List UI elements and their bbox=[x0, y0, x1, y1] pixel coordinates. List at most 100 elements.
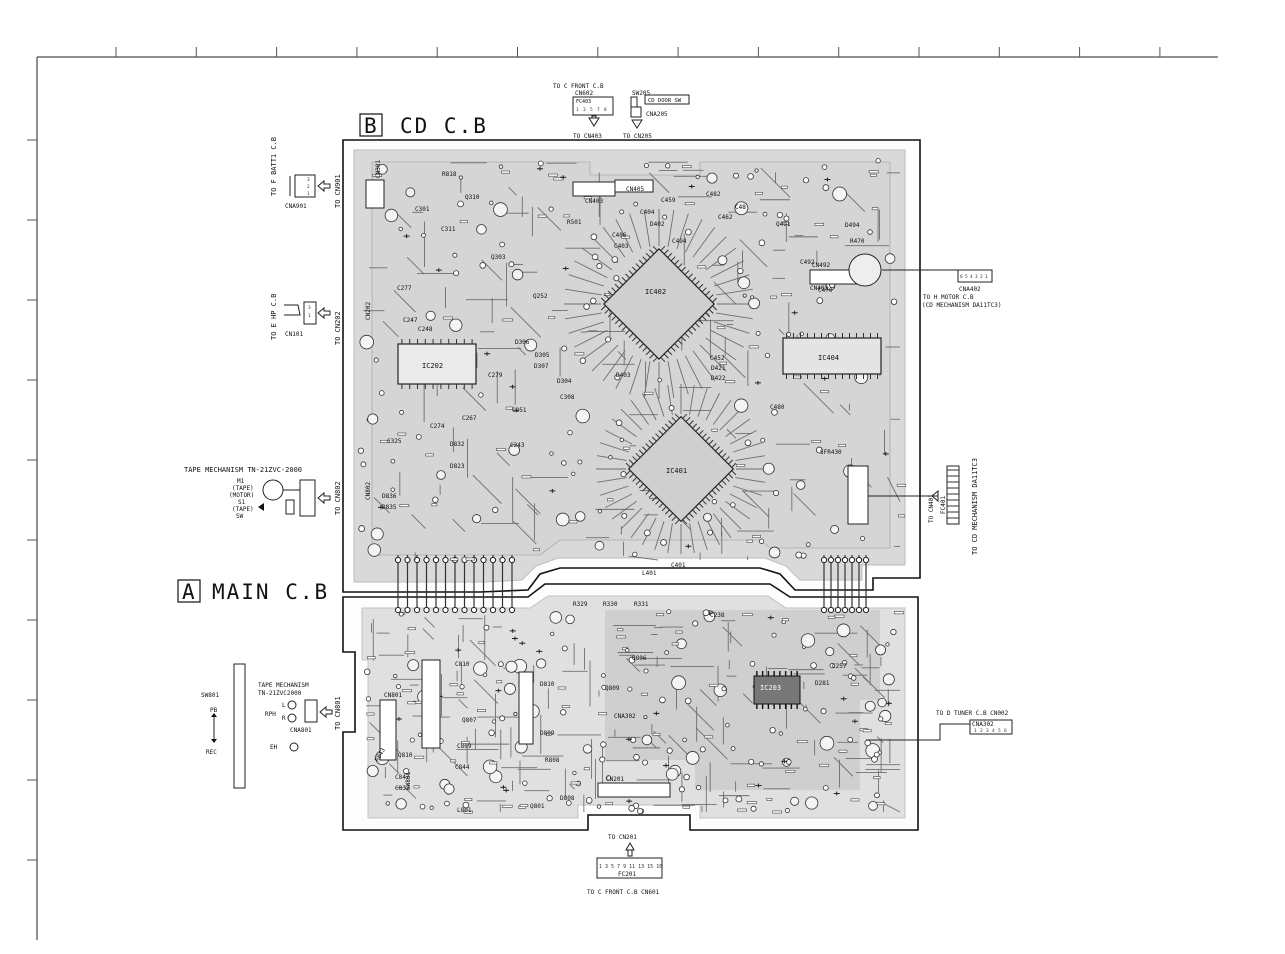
tuner-cna302: CNA302 bbox=[972, 721, 994, 728]
pad bbox=[890, 628, 897, 636]
part-label: R501 bbox=[567, 219, 582, 226]
smd-resistor bbox=[781, 185, 788, 189]
part-label: CN405 bbox=[626, 186, 644, 193]
electrolytic-cap bbox=[395, 798, 407, 810]
bottom-arrow-icon bbox=[625, 841, 635, 857]
pad bbox=[805, 542, 811, 547]
diode bbox=[560, 175, 567, 180]
pad bbox=[605, 336, 612, 343]
diode bbox=[513, 408, 520, 413]
part-label: C462 bbox=[718, 214, 733, 221]
ic-pin bbox=[660, 245, 666, 251]
smd-resistor bbox=[850, 682, 859, 686]
ic-pin bbox=[642, 446, 648, 452]
smd-resistor bbox=[431, 503, 438, 507]
trace bbox=[630, 513, 650, 539]
electrolytic-cap bbox=[884, 253, 896, 264]
pin-label: 3 bbox=[986, 728, 989, 734]
pad bbox=[783, 215, 790, 222]
pad bbox=[360, 461, 367, 468]
pad bbox=[482, 672, 488, 677]
ic-pin bbox=[698, 283, 704, 289]
trace bbox=[602, 226, 626, 258]
trace bbox=[716, 288, 753, 296]
smd-resistor bbox=[871, 207, 879, 211]
pad bbox=[707, 529, 714, 536]
smd-resistor bbox=[533, 548, 540, 552]
pad bbox=[572, 770, 577, 776]
trace bbox=[654, 521, 665, 550]
diode bbox=[395, 716, 402, 721]
pad bbox=[722, 797, 729, 804]
electrolytic-cap bbox=[449, 318, 463, 332]
board-interconnect-pins bbox=[394, 555, 870, 614]
part-label: D809 bbox=[540, 730, 555, 737]
pad bbox=[608, 455, 613, 460]
ic-pin bbox=[668, 420, 674, 426]
pad bbox=[750, 295, 755, 300]
electrolytic-cap bbox=[504, 682, 516, 695]
electrolytic-cap bbox=[536, 658, 547, 669]
smd-resistor bbox=[605, 802, 613, 805]
electrolytic-cap bbox=[768, 546, 781, 559]
sw801-label: SW801 bbox=[201, 692, 219, 699]
smd-resistor bbox=[557, 686, 566, 690]
smd-resistor bbox=[898, 514, 906, 518]
ic-pin bbox=[645, 443, 651, 449]
ic-pin bbox=[694, 280, 700, 286]
trace bbox=[860, 625, 881, 647]
pad bbox=[499, 715, 506, 722]
smd-resistor bbox=[456, 692, 464, 696]
electrolytic-cap bbox=[805, 796, 819, 810]
diode bbox=[663, 763, 670, 768]
tape-top-arrow-icon bbox=[317, 491, 331, 505]
pad bbox=[373, 357, 379, 363]
part-label: C267 bbox=[462, 415, 477, 422]
pad bbox=[363, 668, 371, 676]
ic-pin bbox=[648, 493, 654, 499]
ic-pin bbox=[701, 287, 707, 293]
ic-pin bbox=[658, 502, 664, 508]
smd-resistor bbox=[736, 464, 746, 467]
pad bbox=[702, 609, 710, 617]
pin-label: 7 bbox=[597, 107, 600, 113]
trace bbox=[628, 555, 659, 561]
ic402-package: IC402 bbox=[600, 245, 718, 363]
ic-pin bbox=[721, 480, 727, 486]
smd-resistor bbox=[563, 214, 570, 218]
ic-pin bbox=[600, 297, 606, 303]
trace bbox=[422, 628, 435, 640]
part-label: C833 bbox=[395, 785, 410, 792]
ic-pin bbox=[625, 273, 631, 279]
pad bbox=[444, 800, 450, 807]
smd-resistor bbox=[477, 709, 486, 712]
electrolytic-cap bbox=[748, 297, 760, 310]
jumper-pad bbox=[834, 556, 842, 564]
ic-pin bbox=[731, 462, 737, 468]
pad bbox=[549, 451, 554, 456]
pad bbox=[596, 804, 602, 809]
pad bbox=[747, 173, 754, 180]
pad bbox=[415, 434, 422, 440]
trace bbox=[722, 354, 746, 379]
trace bbox=[733, 485, 762, 496]
pad bbox=[611, 256, 619, 263]
smd-resistor bbox=[652, 732, 661, 736]
diode bbox=[781, 759, 788, 764]
batt-arrow-icon bbox=[317, 179, 331, 193]
ic-pin bbox=[671, 416, 677, 422]
electrolytic-cap bbox=[717, 255, 728, 266]
motor-icon bbox=[262, 479, 284, 501]
pad bbox=[786, 332, 792, 337]
bottom-front: TO C FRONT C.B CN601 bbox=[587, 889, 660, 896]
pad bbox=[613, 275, 620, 282]
jumper-pad bbox=[834, 606, 842, 614]
jumper-pad bbox=[508, 556, 516, 564]
pad bbox=[601, 673, 606, 678]
pad bbox=[657, 377, 662, 383]
ic-pin bbox=[635, 452, 641, 458]
part-label: Q801 bbox=[530, 803, 545, 810]
ic-pin bbox=[645, 489, 651, 495]
pad bbox=[459, 684, 465, 690]
